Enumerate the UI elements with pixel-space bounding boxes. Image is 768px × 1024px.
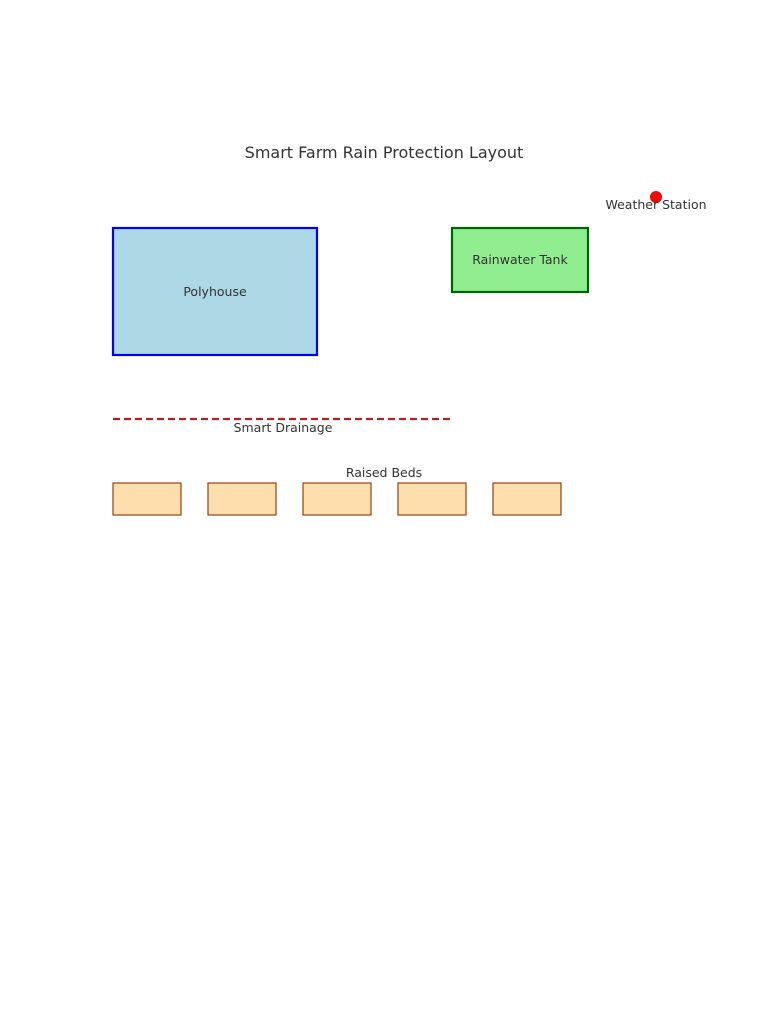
smart-drainage: Smart Drainage bbox=[113, 417, 452, 435]
weather-station-marker bbox=[650, 191, 662, 203]
rainwater-tank: Rainwater Tank bbox=[450, 226, 590, 294]
weather-station-label: Weather Station bbox=[605, 197, 706, 212]
rainwater-tank-label: Rainwater Tank bbox=[472, 252, 568, 267]
raised-bed bbox=[112, 482, 182, 516]
raised-bed bbox=[492, 482, 562, 516]
raised-bed bbox=[207, 482, 277, 516]
polyhouse-rect bbox=[111, 226, 319, 357]
raised-beds-label: Raised Beds bbox=[346, 465, 422, 480]
smart-drainage-label: Smart Drainage bbox=[234, 420, 333, 435]
polyhouse: Polyhouse bbox=[111, 226, 319, 357]
polyhouse-label: Polyhouse bbox=[183, 284, 247, 299]
rainwater-tank-rect bbox=[450, 226, 590, 294]
raised-bed bbox=[302, 482, 372, 516]
weather-station: Weather Station bbox=[605, 191, 707, 212]
raised-bed bbox=[397, 482, 467, 516]
raised-beds: Raised Beds bbox=[112, 465, 562, 516]
diagram-title: Smart Farm Rain Protection Layout bbox=[245, 143, 524, 162]
